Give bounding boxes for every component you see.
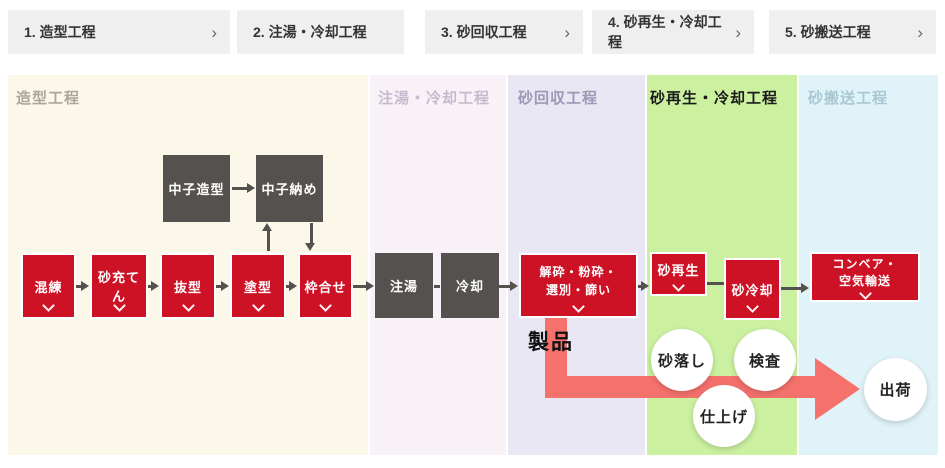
arrow-crushing-to-reclaim <box>638 281 649 291</box>
box-sand-filling[interactable]: 砂充てん <box>90 253 148 319</box>
chevron-right-icon: › <box>564 22 570 42</box>
box-label: 注湯 <box>389 279 418 294</box>
arrow-assembly-to-pouring <box>353 281 374 291</box>
arrow-coating-to-coreset-shaft <box>267 230 270 251</box>
chevron-down-icon <box>672 279 685 292</box>
circle-shipping: 出荷 <box>864 358 927 421</box>
section-title: 砂再生・冷却工程 <box>650 90 779 107</box>
chevron-right-icon: › <box>917 22 923 42</box>
tab-label: 4. 砂再生・冷却工程 <box>608 14 722 50</box>
arrow-coating-to-coreset-head <box>262 223 272 231</box>
tab-sand-transport-process[interactable]: 5. 砂搬送工程 › <box>769 10 936 54</box>
circle-shakeout: 砂落し <box>651 329 713 391</box>
tab-pouring-cooling-process[interactable]: 2. 注湯・冷却工程 <box>237 10 404 54</box>
box-cooling: 冷却 <box>441 253 499 318</box>
connector-pouring-cooling <box>434 285 440 288</box>
product-label: 製品 <box>528 331 574 354</box>
chevron-right-icon: › <box>211 22 217 42</box>
arrow-sandfill-to-stripping <box>148 281 159 291</box>
tab-label: 5. 砂搬送工程 <box>785 24 871 40</box>
box-label-line2: 空気輸送 <box>838 274 891 288</box>
box-label: 砂冷却 <box>731 282 774 298</box>
box-label: 冷却 <box>455 279 484 294</box>
arrow-stripping-to-coating <box>216 281 229 291</box>
circle-label: 砂落し <box>657 352 706 370</box>
section-title: 砂回収工程 <box>518 90 599 107</box>
product-flow-arrowhead <box>815 358 860 420</box>
box-label-line2: 選別・篩い <box>545 282 611 297</box>
tab-label: 3. 砂回収工程 <box>441 24 527 40</box>
tab-label: 1. 造型工程 <box>24 24 96 40</box>
box-label: 枠合せ <box>304 279 347 295</box>
chevron-down-icon <box>251 299 265 312</box>
box-mold-assembly[interactable]: 枠合せ <box>298 253 353 319</box>
chevron-right-icon: › <box>735 22 741 42</box>
arrow-cooling-to-crushing <box>499 281 518 291</box>
chevron-down-icon <box>181 299 195 312</box>
box-label: 中子造型 <box>168 182 225 197</box>
box-sand-reclamation[interactable]: 砂再生 <box>650 252 707 296</box>
box-label: 塗型 <box>243 279 272 295</box>
section-title: 砂搬送工程 <box>808 90 889 107</box>
box-label: 砂再生 <box>657 262 700 278</box>
box-pouring: 注湯 <box>375 253 433 318</box>
connector-reclaim-sandcool <box>707 282 724 285</box>
box-label: 混練 <box>34 279 63 295</box>
box-core-molding: 中子造型 <box>163 155 230 222</box>
tab-sand-reclaim-cooling-process[interactable]: 4. 砂再生・冷却工程 › <box>592 10 754 54</box>
section-title: 注湯・冷却工程 <box>378 90 491 107</box>
chevron-down-icon <box>746 300 759 313</box>
chevron-down-icon <box>319 299 332 312</box>
box-label: 中子納め <box>261 182 318 197</box>
circle-label: 検査 <box>748 352 781 370</box>
circle-label: 出荷 <box>879 382 912 399</box>
circle-finishing: 仕上げ <box>693 385 755 447</box>
tab-molding-process[interactable]: 1. 造型工程 › <box>8 10 230 54</box>
box-label-line1: 解砕・粉砕・ <box>539 265 618 280</box>
box-label-line1: コンベア・ <box>832 256 898 271</box>
chevron-down-icon <box>42 299 55 312</box>
box-conveyor-air-transport[interactable]: コンベア・ 空気輸送 <box>810 252 920 302</box>
arrow-coremold-to-coreset <box>232 183 255 193</box>
circle-inspection: 検査 <box>734 329 796 391</box>
arrow-coating-to-assembly <box>286 281 297 291</box>
arrow-sandcool-to-conveyor <box>781 283 809 293</box>
arrow-kneading-to-sandfill <box>76 281 89 291</box>
tab-sand-recovery-process[interactable]: 3. 砂回収工程 › <box>425 10 583 54</box>
box-label: 砂充てん <box>97 270 140 304</box>
box-kneading[interactable]: 混練 <box>21 253 76 319</box>
box-crushing-sieving[interactable]: 解砕・粉砕・ 選別・篩い <box>519 253 638 318</box>
box-mold-stripping[interactable]: 抜型 <box>160 253 216 319</box>
circle-label: 仕上げ <box>699 408 748 426</box>
arrow-coreset-to-assembly-head <box>305 243 315 251</box>
box-coating[interactable]: 塗型 <box>230 253 286 319</box>
box-sand-cooling[interactable]: 砂冷却 <box>724 258 781 320</box>
arrow-coreset-to-assembly-shaft <box>310 223 313 243</box>
tab-label: 2. 注湯・冷却工程 <box>253 24 367 40</box>
box-core-setting: 中子納め <box>256 155 323 222</box>
chevron-down-icon <box>572 300 585 313</box>
section-title: 造型工程 <box>16 90 81 107</box>
box-label: 抜型 <box>173 279 202 295</box>
